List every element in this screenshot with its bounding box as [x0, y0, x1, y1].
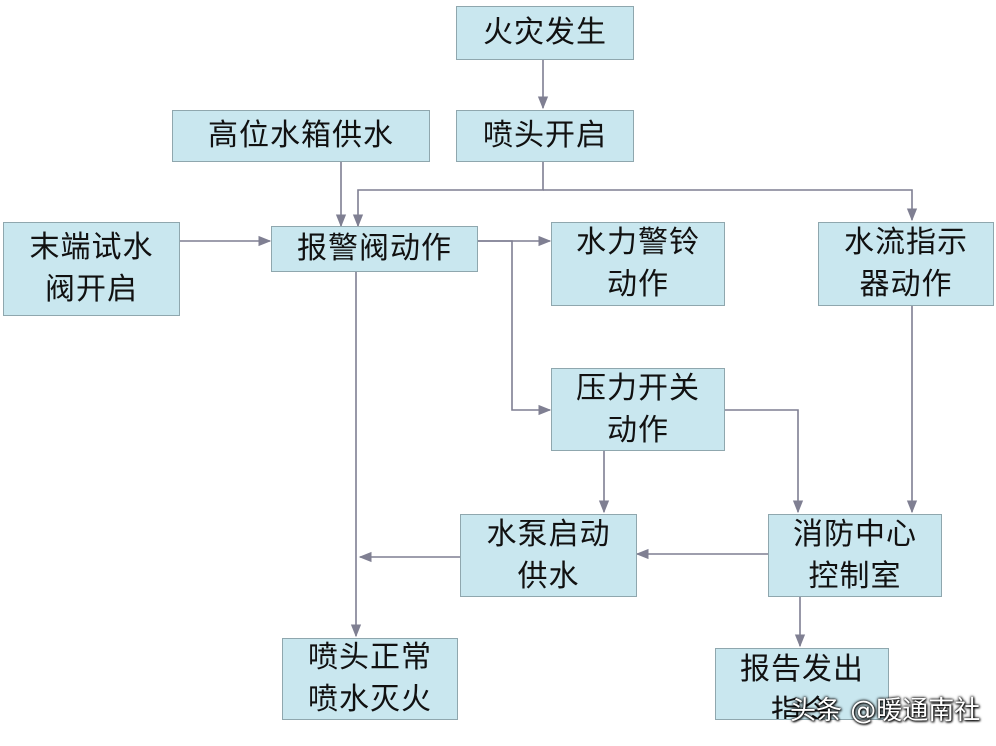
edge-sprinkler-open-to-alarm-valve — [352, 162, 544, 228]
node-flow-indicator: 水流指示 器动作 — [818, 222, 994, 306]
node-normal-spray: 喷头正常 喷水灭火 — [282, 638, 458, 720]
node-fire-center: 消防中心 控制室 — [768, 514, 942, 597]
node-end-test-valve-label: 末端试水 阀开启 — [29, 230, 154, 307]
node-alarm-valve-label: 报警阀动作 — [297, 231, 452, 266]
node-tank-supply: 高位水箱供水 — [172, 110, 430, 162]
node-report: 报告发出 指令 — [715, 648, 889, 720]
edge-pressure-switch-to-fire-center — [725, 409, 804, 514]
node-pump-start-label: 水泵启动 供水 — [486, 516, 611, 594]
node-water-bell-label: 水力警铃 动作 — [576, 225, 700, 302]
node-sprinkler-open: 喷头开启 — [456, 110, 634, 162]
watermark: 头条 @暖通南社 — [790, 696, 981, 726]
node-end-test-valve: 末端试水 阀开启 — [3, 222, 180, 316]
node-report-label: 报告发出 指令 — [740, 652, 864, 720]
node-pump-start: 水泵启动 供水 — [460, 514, 637, 597]
node-fire-label: 火灾发生 — [483, 15, 607, 50]
node-fire-center-label: 消防中心 控制室 — [793, 516, 917, 594]
node-fire: 火灾发生 — [456, 6, 634, 60]
node-flow-indicator-label: 水流指示 器动作 — [844, 225, 968, 302]
node-sprinkler-open-label: 喷头开启 — [483, 118, 607, 153]
edge-alarm-valve-to-pressure-switch — [478, 240, 552, 416]
node-tank-supply-label: 高位水箱供水 — [208, 118, 394, 153]
node-water-bell: 水力警铃 动作 — [551, 222, 725, 306]
node-normal-spray-label: 喷头正常 喷水灭火 — [308, 640, 432, 717]
node-alarm-valve: 报警阀动作 — [271, 226, 478, 272]
edge-sprinkler-open-to-flow-indicator — [543, 189, 918, 222]
node-pressure-switch-label: 压力开关 动作 — [576, 370, 700, 448]
node-pressure-switch: 压力开关 动作 — [551, 368, 725, 451]
